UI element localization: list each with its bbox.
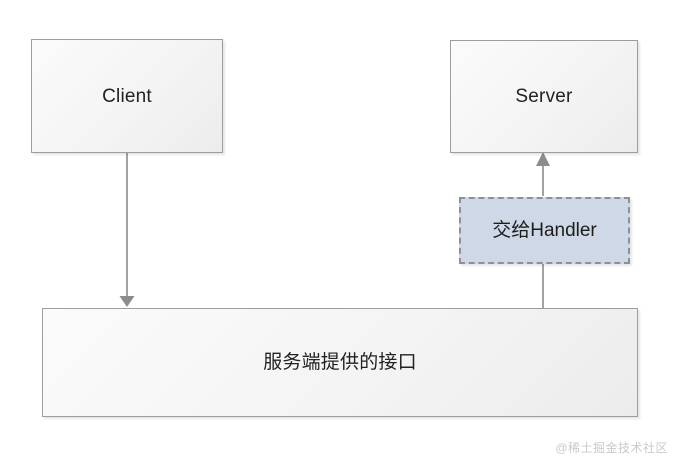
node-interface[interactable]: 服务端提供的接口 bbox=[42, 308, 638, 417]
node-client[interactable]: Client bbox=[31, 39, 223, 153]
node-handler-label: 交给Handler bbox=[492, 220, 597, 241]
node-interface-label: 服务端提供的接口 bbox=[263, 352, 417, 373]
node-server[interactable]: Server bbox=[450, 40, 638, 153]
node-server-label: Server bbox=[515, 86, 573, 107]
node-handler[interactable]: 交给Handler bbox=[459, 197, 630, 264]
edge-handler-to-server bbox=[536, 152, 550, 196]
node-client-label: Client bbox=[102, 85, 152, 107]
watermark: @稀土掘金技术社区 bbox=[555, 441, 668, 455]
edge-client-to-interface bbox=[119, 153, 135, 307]
